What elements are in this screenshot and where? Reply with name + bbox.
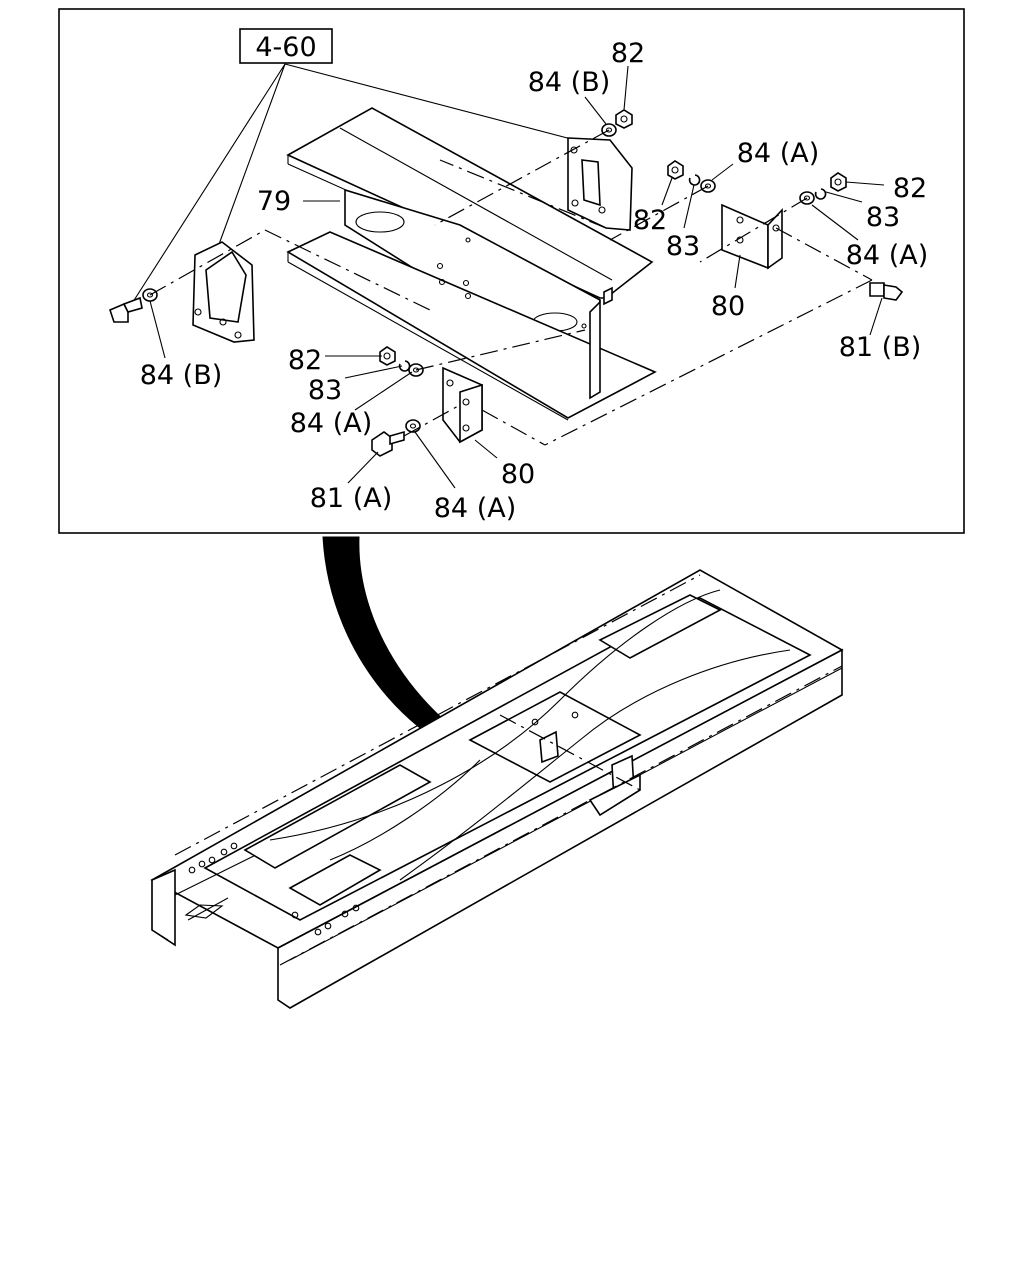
nut-top[interactable] (615, 109, 633, 129)
callout-82-right: 82 (893, 173, 927, 204)
callout-83-right: 83 (866, 202, 900, 233)
bolt-b-left[interactable] (109, 296, 143, 323)
nut-mid[interactable] (667, 160, 684, 180)
bracket-right[interactable] (567, 137, 633, 231)
callout-84a-top: 84 (A) (737, 138, 819, 169)
callout-80-left: 80 (501, 459, 535, 490)
reference-box[interactable]: 4-60 (239, 28, 333, 64)
mounting-plate-left[interactable] (442, 366, 483, 444)
washer-left-lower[interactable] (405, 419, 421, 433)
center-lines (149, 129, 873, 446)
bolt-b-right[interactable] (869, 282, 904, 301)
callout-84a-right: 84 (A) (846, 240, 928, 271)
chassis-center-lines (174, 574, 843, 966)
callout-83-mid: 83 (666, 231, 700, 262)
callout-82-mid: 82 (633, 205, 667, 236)
callout-82-top: 82 (611, 38, 645, 69)
reference-leader-lines (130, 63, 576, 306)
nut-left[interactable] (379, 346, 396, 366)
callout-82-left: 82 (288, 345, 322, 376)
callout-84a-bottom: 84 (A) (434, 493, 516, 524)
callout-79: 79 (257, 186, 291, 217)
chassis-frame (150, 569, 844, 1009)
callout-84b-top: 84 (B) (528, 67, 611, 98)
crossmember[interactable] (286, 107, 657, 421)
callout-83-left: 83 (308, 375, 342, 406)
callout-84b-left: 84 (B) (140, 360, 223, 391)
leader-lines (149, 65, 885, 489)
bolt-a-left[interactable] (371, 430, 405, 457)
callout-84a-left: 84 (A) (290, 408, 372, 439)
bracket-left[interactable] (192, 241, 255, 343)
detail-frame (58, 8, 965, 534)
mounting-plate-right[interactable] (721, 203, 783, 270)
nut-right[interactable] (830, 172, 847, 192)
spring-washer-right[interactable] (814, 188, 827, 200)
callout-81b: 81 (B) (839, 332, 922, 363)
callout-81a: 81 (A) (310, 483, 392, 514)
spring-washer-mid[interactable] (688, 174, 701, 186)
callout-80-right: 80 (711, 291, 745, 322)
svg-text:4-60: 4-60 (255, 32, 316, 63)
